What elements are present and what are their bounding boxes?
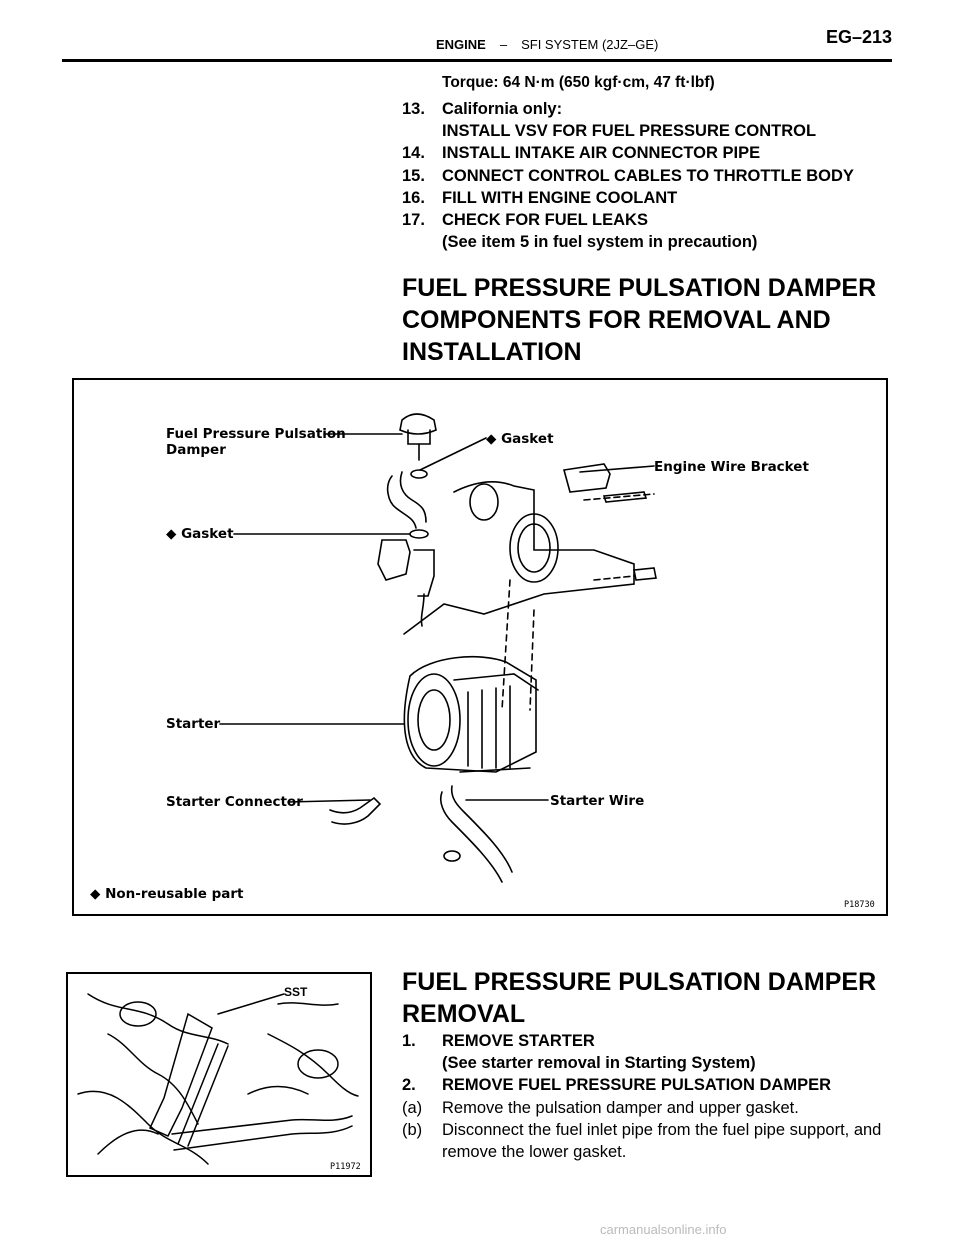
torque-spec: Torque: 64 N·m (650 kgf·cm, 47 ft·lbf) <box>442 74 715 91</box>
watermark: carmanualsonline.info <box>600 1222 727 1237</box>
header-separator: – <box>499 37 508 52</box>
step-item: 16. FILL WITH ENGINE COOLANT <box>402 187 922 209</box>
step-number: 13. <box>402 100 425 118</box>
step-text: California only: <box>442 100 563 118</box>
removal-step: 1. REMOVE STARTER (See starter removal i… <box>402 1030 912 1074</box>
components-illustration: Fuel Pressure Pulsation Damper ◆ Gasket … <box>72 378 888 916</box>
step-item: 13. California only: INSTALL VSV FOR FUE… <box>402 98 922 142</box>
removal-step-text: REMOVE FUEL PRESSURE PULSATION DAMPER <box>442 1076 832 1095</box>
label-gasket-lower: ◆ Gasket <box>166 526 234 542</box>
removal-step-text: REMOVE STARTER <box>442 1032 595 1050</box>
page-number: EG–213 <box>826 27 893 47</box>
removal-illustration: SST P11972 <box>66 972 372 1177</box>
figure-code: P18730 <box>844 900 875 910</box>
header-section: ENGINE–SFI SYSTEM (2JZ–GE) <box>436 37 658 52</box>
removal-step-text: Disconnect the fuel inlet pipe from the … <box>442 1120 882 1162</box>
label-engine-wire-bracket: Engine Wire Bracket <box>654 459 809 475</box>
label-starter-connector: Starter Connector <box>166 794 303 810</box>
step-number: 16. <box>402 188 425 207</box>
label-damper-line2: Damper <box>166 442 226 458</box>
header-section-name: ENGINE <box>436 37 486 52</box>
removal-substep: (b) Disconnect the fuel inlet pipe from … <box>402 1119 912 1163</box>
removal-steps: 1. REMOVE STARTER (See starter removal i… <box>402 1030 912 1163</box>
removal-step-number: (b) <box>402 1120 423 1139</box>
label-non-reusable: ◆ Non-reusable part <box>90 886 244 902</box>
figure-code: P11972 <box>330 1162 361 1172</box>
removal-step: 2. REMOVE FUEL PRESSURE PULSATION DAMPER <box>402 1074 912 1096</box>
step-item: 14. INSTALL INTAKE AIR CONNECTOR PIPE <box>402 142 922 164</box>
step-text: CHECK FOR FUEL LEAKS <box>442 211 648 230</box>
label-damper-line1: Fuel Pressure Pulsation <box>166 426 346 442</box>
removal-step-number: 1. <box>402 1032 416 1050</box>
step-subtext: INSTALL VSV FOR FUEL PRESSURE CONTROL <box>442 122 817 141</box>
removal-step-number: 2. <box>402 1076 416 1095</box>
header-rule <box>62 59 892 62</box>
label-gasket-upper: ◆ Gasket <box>486 431 554 447</box>
label-starter-wire: Starter Wire <box>550 793 645 809</box>
removal-step-text: Remove the pulsation damper and upper ga… <box>442 1098 799 1117</box>
step-number: 15. <box>402 166 425 185</box>
step-text: INSTALL INTAKE AIR CONNECTOR PIPE <box>442 144 761 163</box>
removal-substep: (a) Remove the pulsation damper and uppe… <box>402 1097 912 1119</box>
step-text: CONNECT CONTROL CABLES TO THROTTLE BODY <box>442 166 854 185</box>
removal-heading: FUEL PRESSURE PULSATION DAMPER REMOVAL <box>402 968 877 1028</box>
step-item: 15. CONNECT CONTROL CABLES TO THROTTLE B… <box>402 165 922 187</box>
label-sst: SST <box>284 985 308 999</box>
step-text: FILL WITH ENGINE COOLANT <box>442 188 678 207</box>
removal-step-number: (a) <box>402 1098 423 1117</box>
step-number: 14. <box>402 144 425 163</box>
step-subtext: (See item 5 in fuel system in precaution… <box>442 233 758 252</box>
installation-steps: 13. California only: INSTALL VSV FOR FUE… <box>402 98 922 253</box>
label-starter: Starter <box>166 716 221 732</box>
step-number: 17. <box>402 211 425 230</box>
removal-drawing <box>77 993 359 1165</box>
header-subsection: SFI SYSTEM (2JZ–GE) <box>521 37 659 52</box>
step-item: 17. CHECK FOR FUEL LEAKS (See item 5 in … <box>402 209 922 253</box>
removal-step-subtext: (See starter removal in Starting System) <box>442 1054 756 1073</box>
components-heading: FUEL PRESSURE PULSATION DAMPER COMPONENT… <box>402 274 877 366</box>
components-drawing <box>219 413 657 883</box>
label-damper: Fuel Pressure Pulsation Damper <box>166 426 346 458</box>
